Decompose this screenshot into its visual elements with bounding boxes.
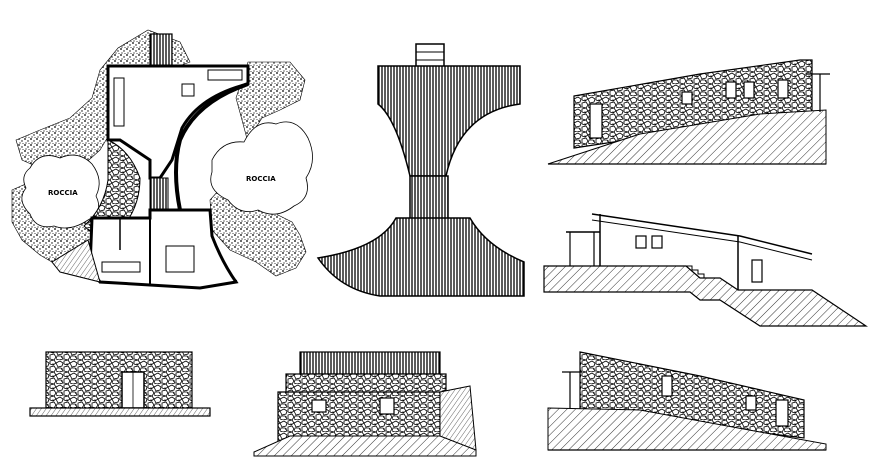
perspective-window-1 xyxy=(311,399,327,413)
elevation-top-window-4 xyxy=(777,79,789,99)
roof-plan xyxy=(316,43,525,297)
front-elevation-wall xyxy=(45,351,193,411)
chimney-plan xyxy=(149,33,173,67)
roof-upper xyxy=(377,65,521,177)
section-window-2 xyxy=(651,235,663,249)
elevation-bottom-door xyxy=(775,399,789,427)
front-elevation-base xyxy=(29,407,211,417)
section xyxy=(543,213,868,327)
rock-outcrop-right xyxy=(210,121,313,215)
section-ground xyxy=(543,265,868,327)
stair-plan xyxy=(149,177,169,211)
rock-label-right: ROCCIA xyxy=(246,175,276,183)
perspective-roof-top xyxy=(299,351,441,375)
side-elevation-top xyxy=(547,59,830,165)
roof-neck xyxy=(409,175,449,221)
roof-lower xyxy=(316,217,525,297)
perspective-ground xyxy=(253,435,477,457)
section-roof-line xyxy=(591,213,813,255)
side-elevation-bottom xyxy=(547,351,827,451)
entry-ramp xyxy=(51,239,101,283)
bench-left xyxy=(113,77,125,127)
section-door xyxy=(751,259,763,283)
elevation-bottom-window-2 xyxy=(745,395,757,411)
section-stairs xyxy=(686,265,705,278)
front-elevation xyxy=(29,351,211,417)
perspective-elevation xyxy=(253,351,477,457)
elevation-bottom-window-1 xyxy=(661,375,673,397)
rock-outcrop-left xyxy=(21,154,100,229)
perspective-upper-wall xyxy=(285,373,447,395)
dining-table xyxy=(181,83,195,97)
elevation-top-door xyxy=(589,103,603,139)
bed xyxy=(165,245,195,273)
elevation-top-window-3 xyxy=(743,81,755,99)
kitchen-counter xyxy=(207,69,243,81)
elevation-top-window-2 xyxy=(725,81,737,99)
wardrobe xyxy=(101,261,141,273)
section-roof-line-inner xyxy=(591,219,813,261)
perspective-window-2 xyxy=(379,397,395,415)
section-window-1 xyxy=(635,235,647,249)
elevation-top-window-1 xyxy=(681,91,693,105)
floor-plan: ROCCIA ROCCIA xyxy=(11,29,313,290)
rock-label-left: ROCCIA xyxy=(48,189,78,197)
